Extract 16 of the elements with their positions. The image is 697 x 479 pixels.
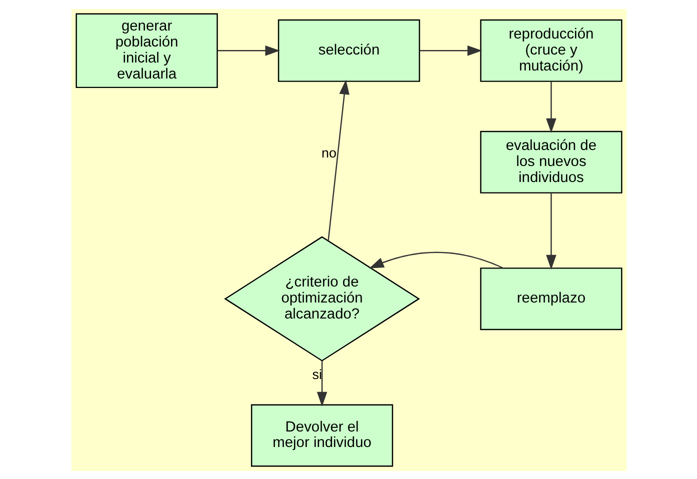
arrow bbox=[316, 360, 327, 406]
arrow bbox=[217, 45, 280, 56]
arrow bbox=[368, 251, 504, 268]
node-box: reproducción (cruce y mutación) bbox=[480, 18, 622, 82]
node-box: selección bbox=[277, 18, 420, 82]
arrow bbox=[327, 79, 349, 240]
arrow bbox=[546, 81, 556, 133]
node-box: evaluación de los nuevos individuos bbox=[480, 130, 622, 193]
edge-label: si bbox=[312, 366, 322, 382]
node-box: generar población inicial y evaluarla bbox=[75, 12, 218, 88]
node-box: reemplazo bbox=[480, 267, 622, 330]
node-box: Devolver el mejor individuo bbox=[250, 404, 393, 466]
arrow bbox=[546, 192, 556, 270]
arrow bbox=[419, 45, 482, 56]
edge-label: no bbox=[321, 144, 336, 160]
node-diamond: ¿criterio de optimización alcanzado? bbox=[224, 236, 420, 361]
